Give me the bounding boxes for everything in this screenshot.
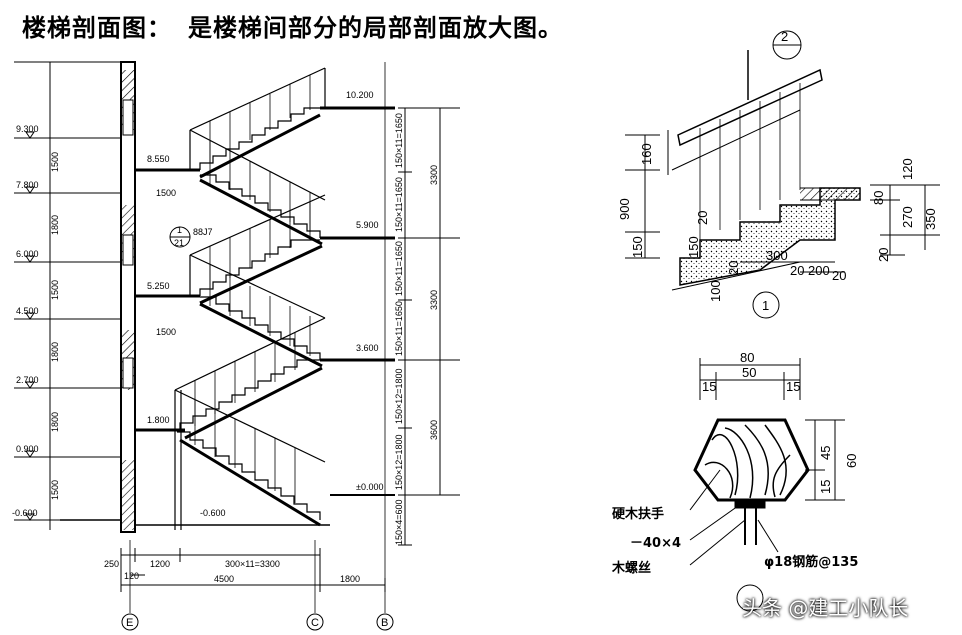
d2-dim: 45 xyxy=(818,446,833,460)
page-title: 楼梯剖面图： 是楼梯间部分的局部剖面放大图。 xyxy=(22,8,563,43)
d1-label: 1 xyxy=(762,298,769,313)
d2-dim: 80 xyxy=(740,350,754,365)
d1-dim: 150 xyxy=(630,236,645,258)
level-label: -0.600 xyxy=(12,508,38,518)
level-label: 6.000 xyxy=(16,249,39,259)
detail-1-labels: 2 160 900 150 120 80 270 350 20 20 150 3… xyxy=(617,29,938,313)
right-dim-outer: 3300 xyxy=(429,290,439,310)
left-dim: 1500 xyxy=(50,280,60,300)
d1-dim: 20 xyxy=(726,261,741,275)
right-dim-outer: 3300 xyxy=(429,165,439,185)
title-prefix: 楼梯剖面图： xyxy=(22,13,172,42)
d2-label: 木螺丝 xyxy=(611,560,651,576)
callout-num: 1 xyxy=(177,225,182,235)
d1-dim: 20 xyxy=(876,248,891,262)
left-dim: 1500 xyxy=(50,480,60,500)
stair-section xyxy=(14,61,460,631)
right-dim-inner: 150×11=1650 xyxy=(394,301,404,356)
landing-level: 8.550 xyxy=(147,154,170,164)
d1-dim: 200 xyxy=(808,263,830,278)
detail-2 xyxy=(689,358,845,612)
floor-level: 3.600 xyxy=(356,343,379,353)
d2-dim: 60 xyxy=(844,454,859,468)
landing-width: 1500 xyxy=(156,327,176,337)
d1-dim: 300 xyxy=(766,248,788,263)
d1-dim: 100 xyxy=(708,280,723,302)
callout-ref: 88J7 xyxy=(193,227,213,237)
d1-dim: 20 xyxy=(695,211,710,225)
floor-level: 10.200 xyxy=(346,90,374,100)
right-dim-inner: 150×12=1800 xyxy=(394,434,404,490)
left-dim: 1800 xyxy=(50,412,60,432)
watermark: 头条 @建工小队长 xyxy=(742,596,909,620)
landing-level: -0.600 xyxy=(200,508,226,518)
d2-dim: 15 xyxy=(818,480,833,494)
d2-dim: 15 xyxy=(702,379,716,394)
detail-2-labels: 80 15 50 15 45 60 15 硬木扶手 －40×4 木螺丝 φ18钢… xyxy=(611,350,859,576)
floor-level: ±0.000 xyxy=(356,482,383,492)
wall-openings xyxy=(122,99,134,389)
axis-bubbles xyxy=(121,613,394,631)
d2-label: 硬木扶手 xyxy=(612,506,664,522)
bottom-dim: 250 xyxy=(104,559,119,569)
d1-callout-num: 2 xyxy=(781,29,788,44)
section-labels: 9.300 7.800 6.000 4.500 2.700 0.900 -0.6… xyxy=(12,90,439,629)
landing-width: 1500 xyxy=(156,188,176,198)
landing-level: 5.250 xyxy=(147,281,170,291)
d1-dim: 900 xyxy=(617,198,632,220)
right-dim-inner: 150×11=1650 xyxy=(394,241,404,296)
axis-lines xyxy=(129,62,386,613)
right-dim-inner: 150×4=600 xyxy=(394,499,404,545)
d1-dim: 150 xyxy=(686,236,701,258)
left-dim: 1800 xyxy=(50,342,60,362)
level-label: 0.900 xyxy=(16,444,39,454)
axis-label: B xyxy=(381,617,388,629)
axis-label: E xyxy=(126,617,133,629)
bottom-dim: 300×11=3300 xyxy=(225,559,280,569)
d1-dim: 160 xyxy=(639,143,654,165)
right-dim-outer: 3600 xyxy=(429,420,439,440)
d2-dim: 15 xyxy=(786,379,800,394)
right-dim-ticks xyxy=(398,107,460,546)
d1-dim: 80 xyxy=(871,191,886,205)
bottom-dim: 4500 xyxy=(214,574,234,584)
d1-dim: 350 xyxy=(923,208,938,230)
d2-rebar: φ18钢筋@135 xyxy=(764,554,858,570)
d1-dim: 20 xyxy=(790,263,804,278)
level-label: 9.300 xyxy=(16,124,39,134)
title-text: 是楼梯间部分的局部剖面放大图。 xyxy=(188,13,563,42)
bottom-dim: 120 xyxy=(124,571,139,581)
right-dim-inner: 150×12=1800 xyxy=(394,368,404,424)
callout-den: 21 xyxy=(174,238,184,248)
right-dim-inner: 150×11=1650 xyxy=(394,113,404,168)
d2-label: －40×4 xyxy=(630,536,681,551)
left-level-lines xyxy=(14,137,120,521)
d2-dim: 50 xyxy=(742,365,756,380)
balusters xyxy=(194,75,311,503)
floor-level: 5.900 xyxy=(356,220,379,230)
d1-dim: 120 xyxy=(900,158,915,180)
level-label: 7.800 xyxy=(16,180,39,190)
axis-label: C xyxy=(311,617,319,629)
stair-flights xyxy=(177,107,323,527)
bottom-dim: 1800 xyxy=(340,574,360,584)
landing-level: 1.800 xyxy=(147,415,170,425)
d1-dim: 270 xyxy=(900,206,915,228)
left-dim: 1500 xyxy=(50,152,60,172)
level-markers xyxy=(25,131,35,521)
detail-1 xyxy=(625,30,940,319)
landings xyxy=(135,106,395,432)
handrails xyxy=(174,67,326,530)
right-dim-inner: 150×11=1650 xyxy=(394,177,404,232)
level-label: 4.500 xyxy=(16,306,39,316)
left-dim: 1800 xyxy=(50,215,60,235)
d1-dim: 20 xyxy=(832,268,846,283)
level-label: 2.700 xyxy=(16,375,39,385)
bottom-dim: 1200 xyxy=(150,559,170,569)
